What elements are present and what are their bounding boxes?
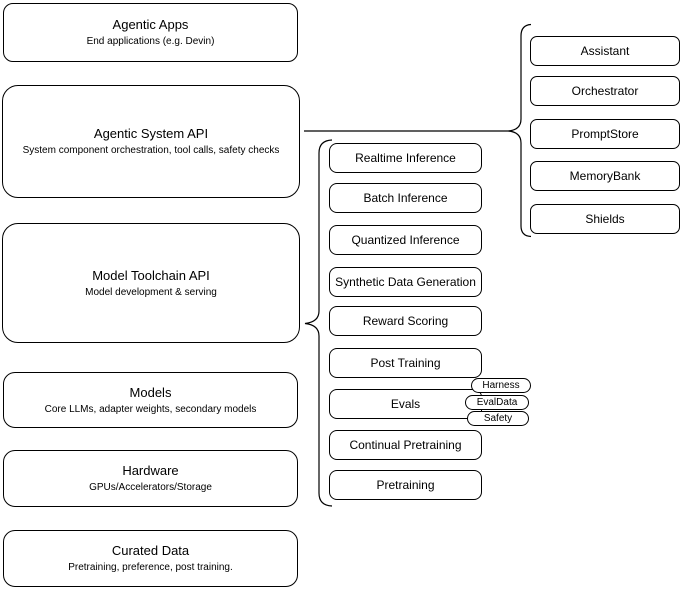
stack-box-subtitle: End applications (e.g. Devin) [86,36,215,47]
stack-box-models: Models Core LLMs, adapter weights, secon… [3,372,298,428]
stack-box-curated-data: Curated Data Pretraining, preference, po… [3,530,298,587]
stack-box-agentic-apps: Agentic Apps End applications (e.g. Devi… [3,3,298,62]
stack-box-subtitle: Core LLMs, adapter weights, secondary mo… [44,403,257,415]
stack-box-subtitle: System component orchestration, tool cal… [22,145,280,156]
stack-box-subtitle: Model development & serving [85,286,217,298]
toolchain-node-evals: Evals [329,389,482,419]
stack-box-title: Model Toolchain API [92,267,210,283]
system-node-orchestrator: Orchestrator [530,76,680,106]
stack-box-title: Models [129,384,172,400]
toolchain-node-post-training: Post Training [329,348,482,378]
toolchain-brace [304,139,333,507]
toolchain-node-quantized-inference: Quantized Inference [329,225,482,255]
eval-tag-evaldata: EvalData [465,395,529,410]
toolchain-node-synthetic-data-generation: Synthetic Data Generation [329,267,482,297]
system-node-shields: Shields [530,204,680,234]
system-node-promptstore: PromptStore [530,119,680,149]
eval-tag-safety: Safety [467,411,529,426]
stack-box-title: Curated Data [111,543,190,558]
stack-box-hardware: Hardware GPUs/Accelerators/Storage [3,450,298,507]
stack-box-title: Agentic System API [93,126,209,141]
eval-tag-harness: Harness [471,378,531,393]
system-node-memorybank: MemoryBank [530,161,680,191]
toolchain-node-realtime-inference: Realtime Inference [329,143,482,173]
toolchain-node-reward-scoring: Reward Scoring [329,306,482,336]
stack-box-subtitle: Pretraining, preference, post training. [68,562,233,573]
stack-box-title: Agentic Apps [112,17,189,32]
stack-box-subtitle: GPUs/Accelerators/Storage [89,482,212,493]
toolchain-node-continual-pretraining: Continual Pretraining [329,430,482,460]
system-brace [507,23,532,238]
system-node-assistant: Assistant [530,36,680,66]
stack-box-model-toolchain-api: Model Toolchain API Model development & … [2,223,300,343]
toolchain-node-pretraining: Pretraining [329,470,482,500]
stack-box-title: Hardware [122,463,179,478]
toolchain-node-batch-inference: Batch Inference [329,183,482,213]
stack-box-agentic-system-api: Agentic System API System component orch… [2,85,300,198]
